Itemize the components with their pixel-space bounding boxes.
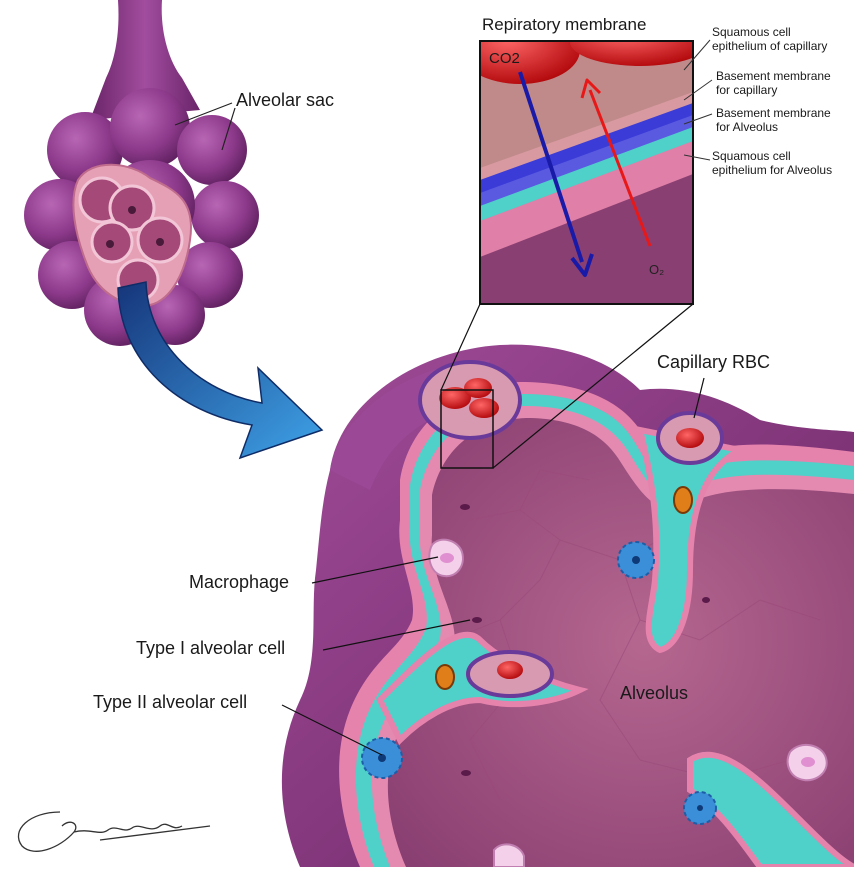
label-basement-alveolus-line2: for Alveolus (716, 120, 831, 134)
capillary-rbc-label: Capillary RBC (657, 352, 770, 373)
artist-signature (18, 812, 210, 851)
big-blue-arrow (118, 282, 322, 458)
alveolus-cross-section (282, 345, 854, 867)
type-ii-cell-label: Type II alveolar cell (93, 692, 247, 713)
label-squamous-alveolus-line2: epithelium for Alveolus (712, 163, 832, 177)
respiratory-membrane-title: Repiratory membrane (482, 15, 646, 35)
co2-label: CO2 (489, 50, 520, 67)
capillary-rbc (658, 413, 722, 463)
capillary-left-septum (468, 652, 552, 696)
label-squamous-alveolus-line1: Squamous cell (712, 149, 832, 163)
type-i-cell-label: Type I alveolar cell (136, 638, 285, 659)
capillary-top (420, 362, 520, 438)
label-basement-capillary-line2: for capillary (716, 83, 831, 97)
label-basement-capillary-line1: Basement membrane (716, 69, 831, 83)
type-ii-cell-3 (684, 792, 716, 824)
alveolar-sac-label: Alveolar sac (236, 90, 334, 111)
label-squamous-capillary-line2: epithelium of capillary (712, 39, 827, 53)
alveolus-label: Alveolus (620, 683, 688, 704)
label-squamous-alveolus: Squamous cell epithelium for Alveolus (712, 149, 832, 177)
label-basement-capillary: Basement membrane for capillary (716, 69, 831, 97)
o2-label: O₂ (649, 262, 664, 277)
macrophage-cell-2 (788, 745, 827, 780)
type-ii-cell-1 (618, 542, 654, 578)
label-basement-alveolus: Basement membrane for Alveolus (716, 106, 831, 134)
type-ii-cell-2 (362, 738, 402, 778)
label-basement-alveolus-line1: Basement membrane (716, 106, 831, 120)
label-squamous-capillary-line1: Squamous cell (712, 25, 827, 39)
label-squamous-capillary: Squamous cell epithelium of capillary (712, 25, 827, 53)
macrophage-cell-3 (494, 844, 524, 867)
macrophage-label: Macrophage (189, 572, 289, 593)
